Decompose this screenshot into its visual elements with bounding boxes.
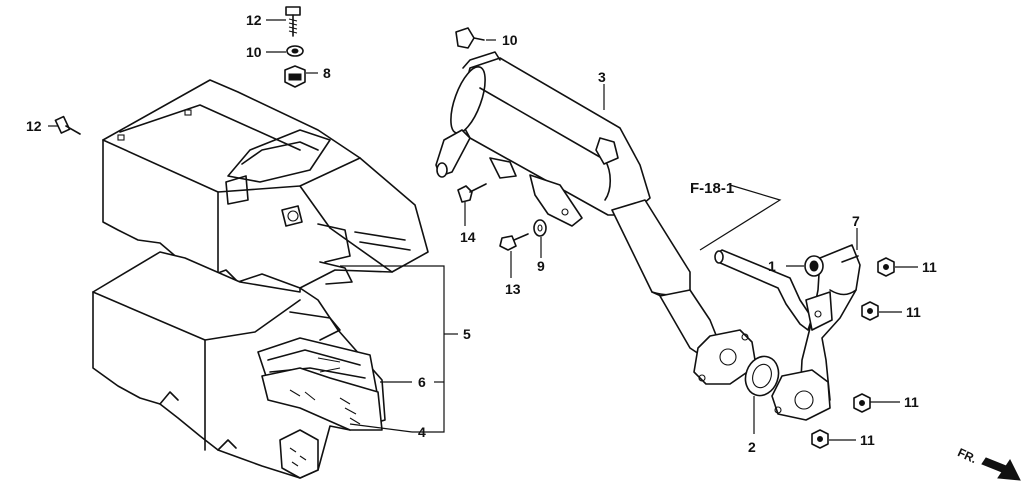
reference-label: F-18-1: [690, 180, 734, 197]
callout-12-top: 12: [246, 12, 262, 28]
gasket: [744, 355, 780, 397]
nut-8: [284, 65, 306, 88]
nut-11-d: [811, 429, 829, 449]
bolt-13: [499, 233, 529, 251]
grommet-10: [455, 27, 485, 49]
lower-bracket-tab: [279, 429, 319, 479]
callout-11-a: 11: [922, 259, 937, 275]
bolt-14: [457, 183, 487, 203]
callout-7: 7: [852, 213, 860, 229]
callout-14: 14: [460, 229, 476, 245]
callout-4: 4: [418, 424, 426, 440]
callout-3: 3: [598, 69, 606, 85]
exhaust-pipe: [714, 244, 861, 421]
callout-12-left: 12: [26, 118, 42, 134]
callout-5: 5: [463, 326, 471, 342]
callout-1: 1: [768, 258, 776, 274]
washer-9: [533, 219, 547, 237]
inner-plate-4: [261, 367, 383, 431]
nut-11-b: [861, 301, 879, 321]
leader-lines: [48, 19, 918, 441]
bolt-12-left: [54, 115, 81, 135]
callout-labels: 12 10 8 12 10 3 14 13 9 5 6 4 1 7 11 11 …: [26, 12, 979, 466]
callout-10-top: 10: [246, 44, 262, 60]
callout-11-c: 11: [904, 394, 919, 410]
muffler: [435, 51, 757, 385]
callout-9: 9: [537, 258, 545, 274]
front-arrow-icon: [981, 457, 1021, 481]
callout-6: 6: [418, 374, 426, 390]
callout-2: 2: [748, 439, 756, 455]
callout-8: 8: [323, 65, 331, 81]
bolt-12-top: [285, 6, 301, 37]
callout-11-b: 11: [906, 304, 921, 320]
front-marker-label: FR.: [955, 445, 978, 466]
muffler-cover-upper: [102, 79, 429, 289]
callout-13: 13: [505, 281, 521, 297]
callout-11-d: 11: [860, 432, 875, 448]
nut-11-c: [853, 393, 871, 413]
muffler-cover-lower: [92, 251, 386, 479]
nut-11-a: [877, 257, 895, 277]
callout-10-right: 10: [502, 32, 518, 48]
washer-10-top: [286, 45, 304, 57]
gasket-1: [804, 255, 824, 277]
